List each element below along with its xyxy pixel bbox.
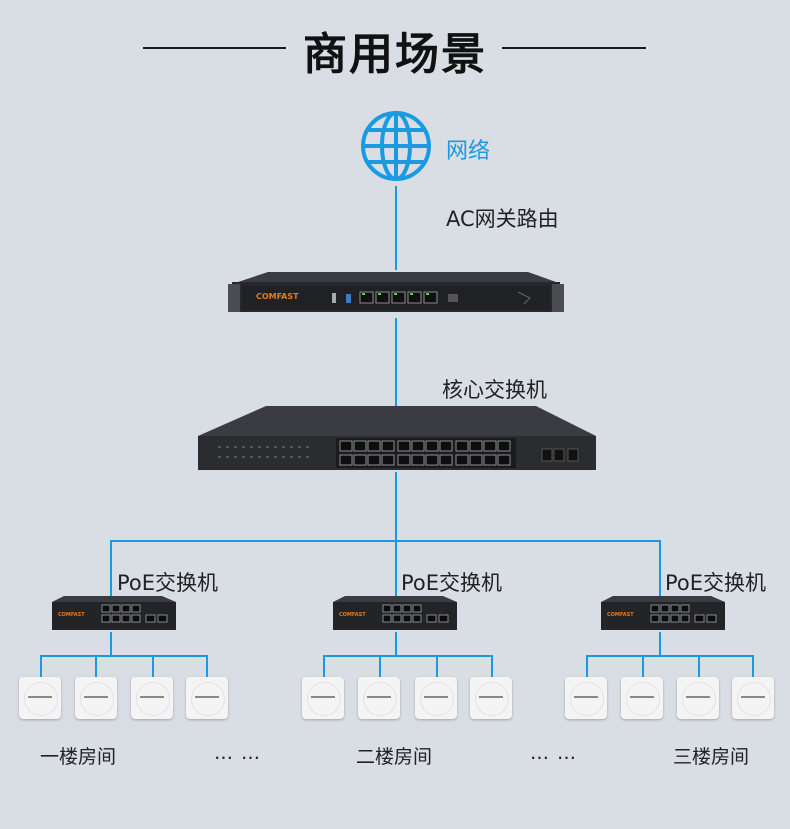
page-title: 商用场景 <box>303 29 487 80</box>
poe-switch-brand-1: COMFAST <box>58 612 85 618</box>
ellipsis-2: … … <box>530 742 578 764</box>
core-switch-device <box>198 406 596 470</box>
link-ap-3-4 <box>752 655 754 677</box>
access-point <box>186 677 228 719</box>
floor-label-3: 三楼房间 <box>673 746 750 768</box>
router-brand-label: COMFAST <box>256 292 299 301</box>
poe-switch-label-1: PoE交换机 <box>117 571 219 595</box>
access-point <box>131 677 173 719</box>
floor-label-1: 一楼房间 <box>40 746 117 768</box>
link-poe2-bus <box>395 632 397 656</box>
link-ap-3-2 <box>642 655 644 677</box>
poe-switch-brand-2: COMFAST <box>339 612 366 618</box>
poe-switch-device-3 <box>601 596 725 630</box>
link-ap-2-3 <box>436 655 438 677</box>
bus-horizontal <box>110 540 660 542</box>
ellipsis-1: … … <box>214 742 262 764</box>
poe3-ap-bus <box>586 655 754 657</box>
link-ap-2-2 <box>379 655 381 677</box>
access-point <box>565 677 607 719</box>
link-poe1-bus <box>110 632 112 656</box>
poe-switch-device-2 <box>333 596 457 630</box>
link-ap-1-3 <box>152 655 154 677</box>
globe-icon <box>361 111 431 181</box>
link-bus-poe-3 <box>659 540 661 596</box>
poe-switch-device-1 <box>52 596 176 630</box>
poe-switch-label-3: PoE交换机 <box>665 571 767 595</box>
link-ap-1-2 <box>95 655 97 677</box>
access-point <box>732 677 774 719</box>
title-line-left <box>143 47 286 49</box>
poe-switch-brand-3: COMFAST <box>607 612 634 618</box>
link-ap-3-3 <box>698 655 700 677</box>
link-ap-2-1 <box>323 655 325 677</box>
link-core-bus <box>395 472 397 540</box>
access-point <box>358 677 400 719</box>
link-poe3-bus <box>659 632 661 656</box>
poe2-ap-bus <box>323 655 493 657</box>
access-point <box>470 677 512 719</box>
floor-label-2: 二楼房间 <box>356 746 433 768</box>
poe-switch-label-2: PoE交换机 <box>401 571 503 595</box>
link-bus-poe-2 <box>395 540 397 596</box>
core-switch-label: 核心交换机 <box>442 378 547 402</box>
access-point <box>677 677 719 719</box>
access-point <box>302 677 344 719</box>
access-point <box>19 677 61 719</box>
access-point <box>75 677 117 719</box>
link-ap-2-4 <box>491 655 493 677</box>
link-ap-3-1 <box>586 655 588 677</box>
link-router-core <box>395 318 397 408</box>
link-bus-poe-1 <box>110 540 112 596</box>
router-label: AC网关路由 <box>446 207 559 231</box>
network-label: 网络 <box>446 139 491 164</box>
title-line-right <box>502 47 646 49</box>
link-ap-1-1 <box>40 655 42 677</box>
access-point <box>621 677 663 719</box>
link-network-router <box>395 186 397 270</box>
access-point <box>415 677 457 719</box>
poe1-ap-bus <box>40 655 208 657</box>
link-ap-1-4 <box>206 655 208 677</box>
ac-router-device <box>228 272 564 312</box>
